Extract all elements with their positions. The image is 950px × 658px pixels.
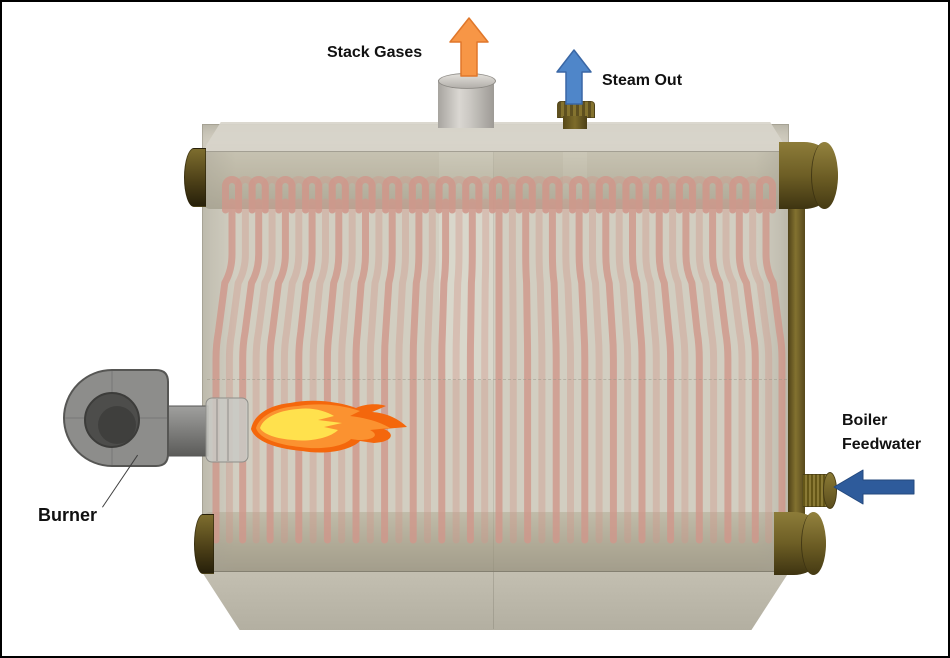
burner-coupling bbox=[205, 397, 249, 463]
burner-inlet-hole bbox=[84, 392, 140, 448]
mud-drum-left-cap bbox=[194, 514, 214, 574]
boiler-casing-front-wall bbox=[202, 124, 789, 572]
boiler-casing-top-face bbox=[202, 122, 789, 152]
boiler-feedwater-label: Boiler Feedwater bbox=[842, 409, 921, 457]
burner-label: Burner bbox=[38, 505, 98, 525]
burner-flame-icon bbox=[251, 400, 407, 453]
boiler-feedwater-label-line1: Boiler bbox=[842, 412, 888, 429]
steam-drum-right-end bbox=[779, 142, 838, 209]
boiler-feedwater-label-line2: Feedwater bbox=[842, 436, 922, 453]
hopper-center-seam bbox=[493, 572, 494, 629]
mud-drum-right-end bbox=[774, 512, 826, 575]
top-face-edge bbox=[202, 151, 789, 152]
left-arrow-shape bbox=[833, 469, 915, 505]
steam-out-arrow-icon bbox=[556, 49, 592, 105]
up-arrow-shape bbox=[449, 17, 489, 77]
stack-gases-label: Stack Gases bbox=[327, 44, 423, 61]
up-arrow-shape bbox=[556, 49, 592, 105]
burner-inlet-shade bbox=[98, 406, 136, 444]
steam-outlet-neck bbox=[563, 116, 587, 129]
burner-assembly bbox=[63, 369, 249, 467]
flame-core bbox=[260, 408, 342, 441]
casing-mid-seam bbox=[207, 379, 787, 380]
steam-out-label: Steam Out bbox=[602, 72, 683, 89]
downcomer-pipe bbox=[788, 202, 805, 517]
steam-drum-left-cap bbox=[184, 148, 206, 207]
feedwater-arrow-icon bbox=[833, 469, 915, 505]
feedwater-inlet-cap bbox=[823, 472, 837, 509]
bottom-face-edge bbox=[202, 571, 789, 572]
stack-gases-arrow-icon bbox=[449, 17, 489, 77]
boiler-casing-hopper bbox=[202, 572, 789, 630]
mud-drum-end-cap bbox=[801, 512, 826, 575]
burner-pipe bbox=[163, 405, 209, 457]
steam-drum-end-cap bbox=[811, 142, 838, 209]
